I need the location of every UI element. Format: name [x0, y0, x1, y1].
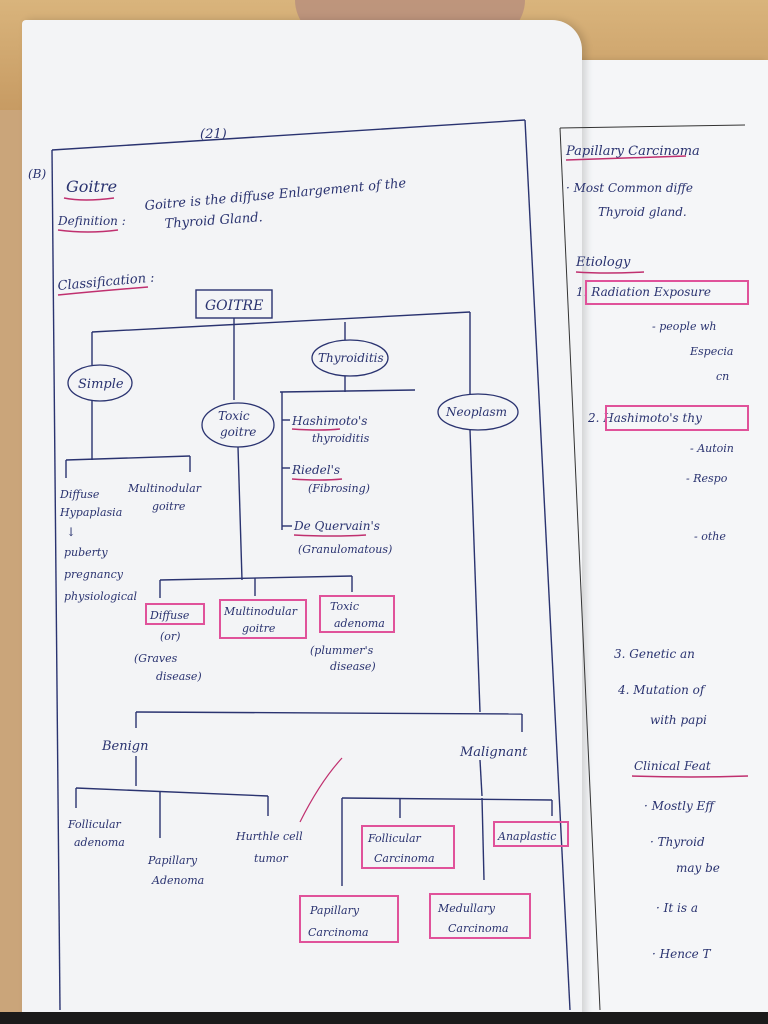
- malignant-item-4a: Medullary: [437, 902, 496, 915]
- right-line-1: · Most Common diffe: [566, 181, 693, 195]
- right-c2-b: may be: [676, 861, 720, 875]
- malignant-item-3b: Carcinoma: [308, 926, 369, 939]
- simple-multinodular-2: goitre: [152, 500, 186, 513]
- right-e2: 2. Hashimoto's thy: [587, 411, 702, 425]
- right-e4-b: with papi: [650, 713, 707, 727]
- right-c4: · Hence T: [652, 947, 712, 961]
- dequervain-1: De Quervain's: [293, 519, 380, 533]
- dequervain-2: (Granulomatous): [298, 543, 392, 556]
- toxic-multinodular-1: Multinodular: [223, 605, 298, 618]
- toxic-diffuse: Diffuse: [149, 609, 190, 622]
- hashimoto-1: Hashimoto's: [291, 414, 367, 428]
- right-etiology: Etiology: [575, 255, 631, 270]
- malignant-item-1b: Carcinoma: [374, 852, 435, 865]
- toxic-adenoma-2: adenoma: [334, 617, 385, 630]
- benign-item-1a: Follicular: [67, 818, 122, 831]
- left-notebook-page: [22, 20, 582, 1024]
- simple-diffuse-2: Hypaplasia: [59, 506, 122, 519]
- right-e1: 1. Radiation Exposure: [576, 285, 711, 299]
- benign-item-1b: adenoma: [74, 836, 125, 849]
- malignant-item-4b: Carcinoma: [448, 922, 509, 935]
- benign-item-2a: Papillary: [147, 854, 198, 867]
- toxic-multinodular-2: goitre: [242, 622, 276, 635]
- simple-cause-3: physiological: [64, 590, 138, 603]
- right-e1-a: - people wh: [652, 320, 716, 333]
- simple-cause-1: puberty: [64, 546, 108, 559]
- right-title: Papillary Carcinoma: [565, 144, 700, 159]
- right-e1-b: Especia: [689, 345, 733, 358]
- riedel-2: (Fibrosing): [308, 482, 370, 495]
- bottom-edge: [0, 1012, 768, 1024]
- right-c1: · Mostly Eff: [644, 799, 716, 813]
- definition-text-1: Goitre is the diffuse Enlargement of the: [144, 176, 407, 214]
- definition-label: Definition :: [57, 214, 126, 228]
- right-e2-b: - Respo: [686, 472, 728, 485]
- right-c2: · Thyroid: [650, 835, 705, 849]
- toxic-graves-2: disease): [156, 670, 202, 683]
- branch-thyroiditis: Thyroiditis: [318, 351, 384, 365]
- riedel-1: Riedel's: [291, 463, 340, 477]
- toxic-graves-1: (Graves: [134, 652, 178, 665]
- benign-item-2b: Adenoma: [151, 874, 204, 887]
- right-line-2: Thyroid gland.: [598, 205, 687, 219]
- page-number: (21): [200, 127, 227, 142]
- malignant-item-3a: Papillary: [309, 904, 360, 917]
- malignant-item-1a: Follicular: [367, 832, 422, 845]
- branch-toxic-1: Toxic: [218, 409, 250, 423]
- toxic-adenoma-1: Toxic: [330, 600, 359, 613]
- malignant-item-2a: Anaplastic: [497, 830, 556, 843]
- right-e1-c: cn: [716, 370, 729, 383]
- right-c3: · It is a: [656, 901, 698, 915]
- root-node: GOITRE: [205, 298, 263, 314]
- simple-multinodular-1: Multinodular: [127, 482, 202, 495]
- benign-item-3a: Hurthle cell: [235, 830, 303, 843]
- benign-item-3b: tumor: [254, 852, 289, 865]
- simple-diffuse-1: Diffuse: [59, 488, 100, 501]
- question-number: (B): [28, 167, 47, 181]
- simple-cause-2: pregnancy: [64, 568, 124, 581]
- definition-text-2: Thyroid Gland.: [164, 210, 263, 232]
- branch-simple: Simple: [78, 377, 124, 392]
- toxic-plummer-2: disease): [330, 660, 376, 673]
- toxic-or: (or): [160, 630, 180, 643]
- branch-neoplasm: Neoplasm: [445, 405, 507, 419]
- right-e2-c: - othe: [694, 530, 726, 543]
- malignant-label: Malignant: [459, 745, 528, 760]
- right-e4: 4. Mutation of: [617, 683, 707, 697]
- benign-label: Benign: [101, 739, 148, 754]
- right-e3: 3. Genetic an: [614, 647, 695, 661]
- right-e2-a: - Autoin: [690, 442, 734, 455]
- toxic-plummer-1: (plummer's: [310, 644, 374, 657]
- simple-arrow: ↓: [66, 525, 76, 539]
- branch-toxic-2: goitre: [220, 425, 256, 439]
- right-clinical: Clinical Feat: [634, 759, 711, 773]
- title-goitre: Goitre: [66, 177, 117, 196]
- hashimoto-2: thyroiditis: [312, 432, 370, 445]
